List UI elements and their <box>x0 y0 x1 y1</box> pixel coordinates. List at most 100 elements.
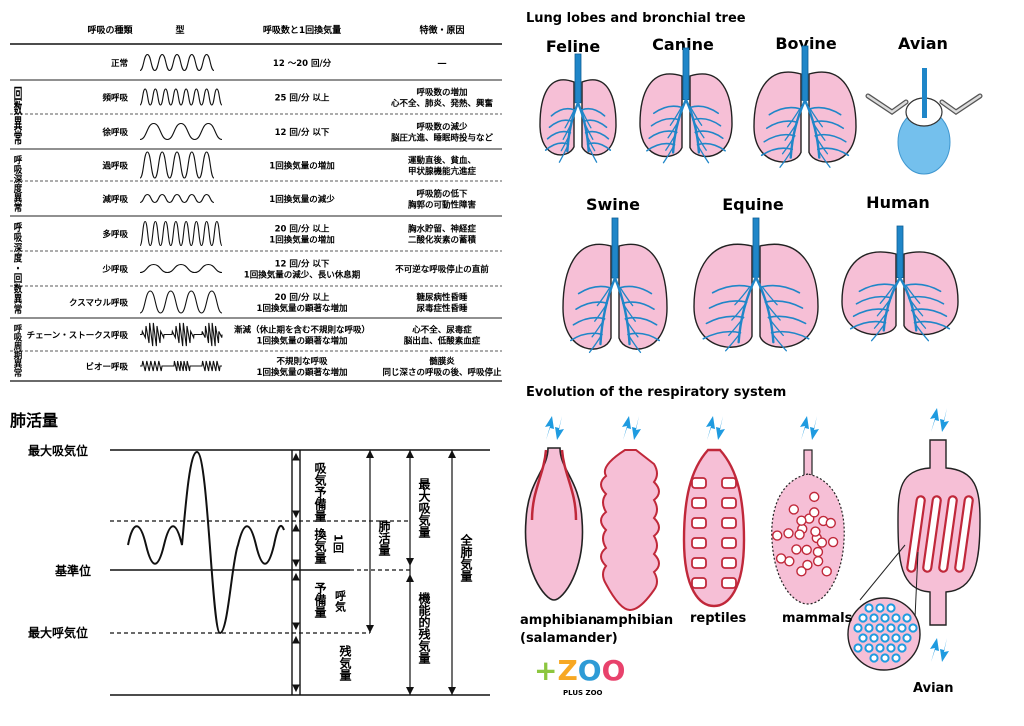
breath-waveform <box>139 53 215 72</box>
label-max-insp: 最大吸気位 <box>28 443 88 458</box>
row-rate: 12 回/分 以下 <box>275 259 330 270</box>
trachea <box>752 217 760 278</box>
header-cause: 特徴・原因 <box>419 24 464 36</box>
row-rate: 1回換気量の顕著な増加 <box>257 303 348 314</box>
row-rate: 1回換気量の増加 <box>269 161 334 172</box>
caption-salamander: (salamander) <box>520 631 618 646</box>
row-cause: 胸郭の可動性障害 <box>408 200 477 211</box>
label-frc: 機能的残気量 <box>417 591 431 664</box>
bronchial-tree <box>570 276 660 354</box>
airflow-arrows-icon <box>800 416 819 440</box>
spirometry-wave <box>127 450 285 635</box>
right-lung <box>808 71 857 163</box>
row-rate: 不規則な呼吸 <box>276 356 328 367</box>
bronchial-tree <box>702 276 810 352</box>
caption-reptiles: reptiles <box>690 611 746 626</box>
trachea <box>611 217 619 279</box>
evolution-title: Evolution of the respiratory system <box>526 385 786 400</box>
lung-mammal <box>771 473 845 605</box>
species-equine: Equine <box>722 195 784 214</box>
label-baseline: 基準位 <box>54 563 91 578</box>
row-rate: 漸減（休止期を含む不規則な呼吸） <box>234 325 370 336</box>
logo-letter: O <box>602 654 626 687</box>
row-type: 過呼吸 <box>101 161 128 172</box>
header-type: 呼吸の種類 <box>87 24 133 36</box>
row-cause: 呼吸数の減少 <box>416 122 468 133</box>
row-rate: 1回換気量の減少 <box>269 194 335 205</box>
species-feline: Feline <box>546 37 600 56</box>
species-swine: Swine <box>586 195 640 214</box>
lung-avian <box>865 68 983 175</box>
row-cause: 髄膜炎 <box>429 356 455 367</box>
row-cause: 呼吸筋の低下 <box>416 189 468 200</box>
lung-lobes-section: Lung lobes and bronchial tree Feline Can… <box>526 11 983 354</box>
row-rate: 20 回/分 以上 <box>275 224 330 235</box>
plus-zoo-logo: +ZOO PLUS ZOO <box>534 654 625 697</box>
row-cause: 心不全、尿毒症 <box>412 325 472 336</box>
lung-human <box>841 225 959 342</box>
row-type: 頻呼吸 <box>102 93 128 104</box>
volume-title: 肺活量 <box>10 411 58 430</box>
row-cause: ― <box>438 59 447 69</box>
trachea <box>801 45 809 101</box>
row-type: 多呼吸 <box>102 229 128 240</box>
label-erv-side: 呼気 <box>334 589 347 613</box>
row-rate: 1回換気量の減少、長い休息期 <box>244 270 361 281</box>
logo-letter: O <box>578 654 602 687</box>
label-tv: 換気量 <box>313 527 327 564</box>
logo-mark: +ZOO <box>534 654 625 687</box>
right-lung <box>903 251 959 336</box>
evolution-section: Evolution of the respiratory system amph… <box>520 385 981 696</box>
logo-letter: Z <box>557 654 577 687</box>
lung-sac-amphibian <box>600 449 660 612</box>
airflow-arrows-icon <box>930 408 949 432</box>
row-rate: 1回換気量の顕著な増加 <box>257 367 348 378</box>
left-lung <box>639 73 683 158</box>
caption-amphibian-1: amphibian <box>520 613 597 628</box>
bronchial-tree <box>760 99 850 168</box>
header-rate: 呼吸数と1回換気量 <box>263 24 341 36</box>
lung-volume-diagram: 肺活量 最大吸気位 基準位 最大呼気位 吸気予備量 換気量 <box>10 411 490 696</box>
row-cause: 尿毒症性昏睡 <box>416 303 468 314</box>
caption-avian: Avian <box>913 681 954 696</box>
label-erv: 予備量 <box>313 582 327 618</box>
row-cause: 不可逆な呼吸停止の直前 <box>395 264 489 275</box>
airflow-arrows-icon <box>706 416 725 440</box>
caption-mammals: mammals <box>782 611 853 626</box>
breath-waveform <box>140 360 222 372</box>
breath-waveform <box>139 290 223 314</box>
left-lung <box>841 251 897 336</box>
row-cause: 甲状腺機能亢進症 <box>408 166 477 177</box>
row-cause: 糖尿病性昏睡 <box>416 292 468 303</box>
lung-avian-evolution <box>847 439 981 671</box>
row-type: チェーン・ストークス呼吸 <box>27 330 129 341</box>
row-type: 少呼吸 <box>101 264 128 275</box>
bronchial-tree <box>646 98 726 164</box>
trachea <box>682 47 690 100</box>
lung-canine <box>639 47 733 164</box>
label-vc: 肺活量 <box>377 519 391 556</box>
row-cause: 二酸化炭素の蓄積 <box>408 235 477 246</box>
label-max-exp: 最大呼気位 <box>28 625 88 640</box>
row-type: クスマウル呼吸 <box>69 298 128 309</box>
avian-trachea <box>922 68 927 118</box>
airflow-arrows-icon <box>545 416 564 440</box>
label-ic: 最大吸気量 <box>417 478 431 538</box>
row-cause: 同じ深さの呼吸の後、呼吸停止 <box>382 367 502 378</box>
species-bovine: Bovine <box>775 34 836 53</box>
row-type: 正常 <box>111 58 128 69</box>
row-rate: 20 回/分 以上 <box>275 292 330 303</box>
logo-sub: PLUS ZOO <box>563 689 603 697</box>
row-cause: 脳出血、低酸素血症 <box>403 336 481 347</box>
row-rate: 12 回/分 以下 <box>275 127 330 138</box>
airflow-arrows-icon <box>622 416 641 440</box>
row-rate: 1回換気量の増加 <box>269 235 334 246</box>
